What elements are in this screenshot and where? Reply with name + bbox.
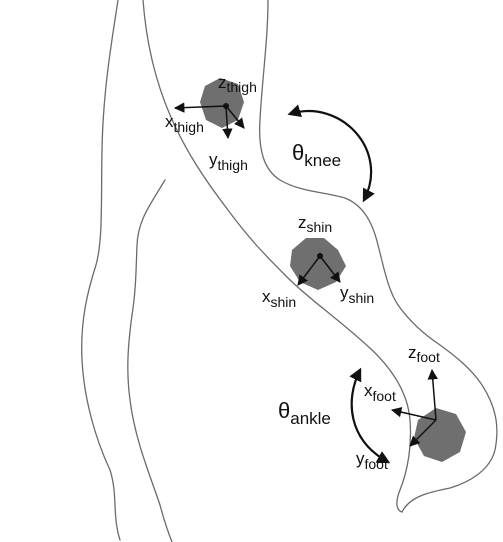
thigh-y-axis-arrow	[222, 105, 233, 140]
shin-sensor	[290, 238, 346, 290]
ankle-angle-arc	[349, 367, 391, 464]
foot-z-label: zfoot	[408, 343, 440, 365]
shin-z-label: zshin	[298, 213, 332, 235]
ankle-angle-label: θankle	[278, 398, 331, 428]
front-leg-back-outline	[142, 0, 412, 513]
back-leg-inner-outline	[127, 179, 173, 542]
shin-x-axis-arrow	[297, 255, 321, 286]
thigh-y-label: ythigh	[209, 150, 248, 173]
shin-y-label: yshin	[340, 283, 374, 306]
shin-y-axis-arrow	[319, 255, 341, 283]
thigh-z-label: zthigh	[218, 73, 257, 95]
thigh-x-axis-arrow	[173, 102, 227, 113]
foot-x-axis-arrow	[390, 406, 437, 421]
thigh-z-axis-arrow	[225, 105, 245, 129]
back-leg-outline	[81, 0, 121, 541]
front-leg-front-outline	[258, 0, 498, 513]
foot-y-label: yfoot	[356, 449, 388, 472]
knee-angle-label: θknee	[292, 140, 341, 170]
foot-y-axis-arrow	[409, 419, 437, 447]
knee-angle-arc	[287, 104, 375, 203]
foot-x-label: xfoot	[364, 381, 396, 404]
thigh-x-label: xthigh	[165, 112, 204, 135]
foot-sensor	[414, 408, 466, 462]
foot-z-axis-arrow	[427, 368, 438, 421]
shin-x-label: xshin	[262, 287, 296, 310]
